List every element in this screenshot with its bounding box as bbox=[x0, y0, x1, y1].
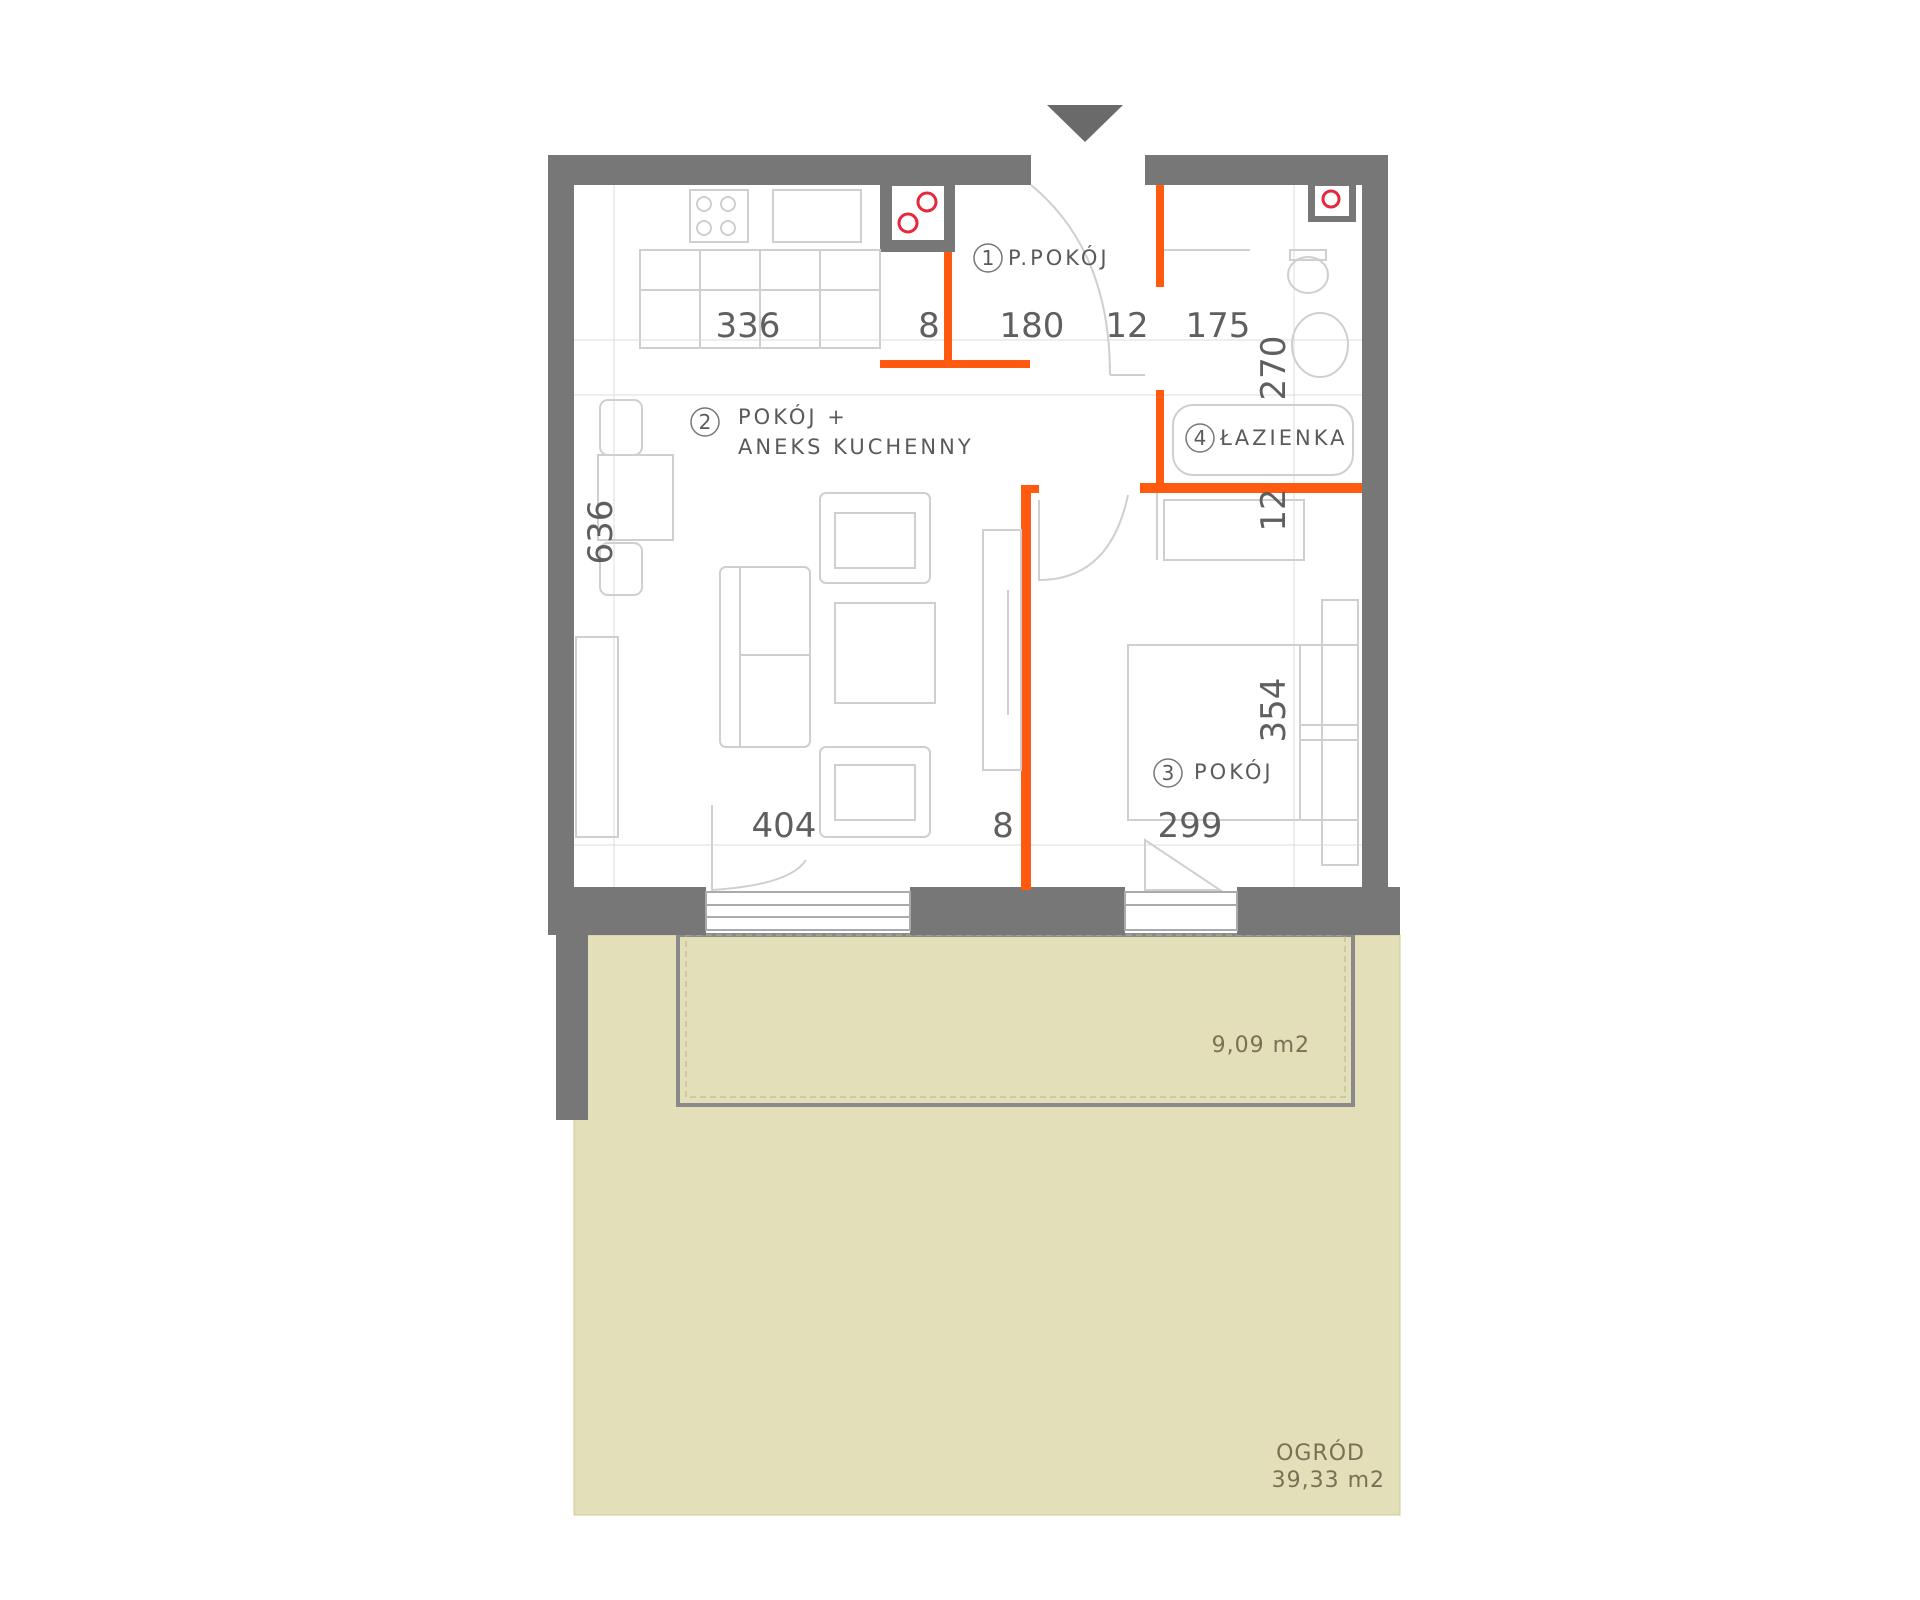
dimension-bedroom-width: 299 bbox=[1158, 806, 1223, 846]
garden-name: OGRÓD bbox=[1276, 1440, 1365, 1466]
dimension-living-depth: 636 bbox=[581, 500, 621, 565]
svg-text:2: 2 bbox=[699, 410, 712, 434]
svg-text:4: 4 bbox=[1194, 426, 1207, 450]
dimension-bedroom-depth: 354 bbox=[1254, 678, 1294, 743]
garden-area bbox=[573, 934, 1401, 1516]
dimension-hall-width: 180 bbox=[1000, 306, 1065, 346]
dimension-bath-width: 175 bbox=[1186, 306, 1251, 346]
bedroom-furniture bbox=[1127, 599, 1359, 866]
outer-walls bbox=[548, 155, 1400, 1120]
room-label-1: 1 P.POKÓJ bbox=[973, 243, 1110, 273]
room-name-bedroom: POKÓJ bbox=[1194, 759, 1274, 784]
dimension-wall-b: 12 bbox=[1105, 306, 1148, 346]
entrance-arrow-icon bbox=[1047, 105, 1123, 142]
room-name-living-line2: ANEKS KUCHENNY bbox=[738, 435, 974, 459]
partition-walls bbox=[880, 185, 1362, 890]
dimension-wall-c: 12 bbox=[1254, 488, 1294, 531]
room-label-3: 3 POKÓJ bbox=[1153, 758, 1274, 788]
room-label-4: 4 ŁAZIENKA bbox=[1185, 423, 1348, 453]
garden-area-value: 39,33 m2 bbox=[1272, 1468, 1385, 1493]
svg-text:3: 3 bbox=[1162, 761, 1175, 785]
room-name-living-line1: POKÓJ + bbox=[738, 404, 848, 429]
dimension-kitchen-width: 336 bbox=[716, 306, 781, 346]
kitchen-furniture bbox=[639, 189, 881, 349]
room-name-bathroom: ŁAZIENKA bbox=[1219, 426, 1348, 450]
dimension-bath-depth: 270 bbox=[1254, 336, 1294, 401]
dimension-wall-d: 8 bbox=[992, 806, 1014, 846]
ventilation-shaft-icon bbox=[897, 189, 1341, 234]
room-label-2: 2 POKÓJ + ANEKS KUCHENNY bbox=[690, 404, 974, 459]
bathroom-fixtures bbox=[1163, 249, 1354, 561]
room-name-hall: P.POKÓJ bbox=[1008, 245, 1110, 270]
living-furniture bbox=[719, 492, 1022, 838]
terrace-area: 9,09 m2 bbox=[1212, 1033, 1310, 1058]
dining-set bbox=[575, 399, 674, 838]
svg-text:1: 1 bbox=[982, 246, 995, 270]
dimension-wall-a: 8 bbox=[918, 306, 940, 346]
dimension-living-width: 404 bbox=[752, 806, 817, 846]
